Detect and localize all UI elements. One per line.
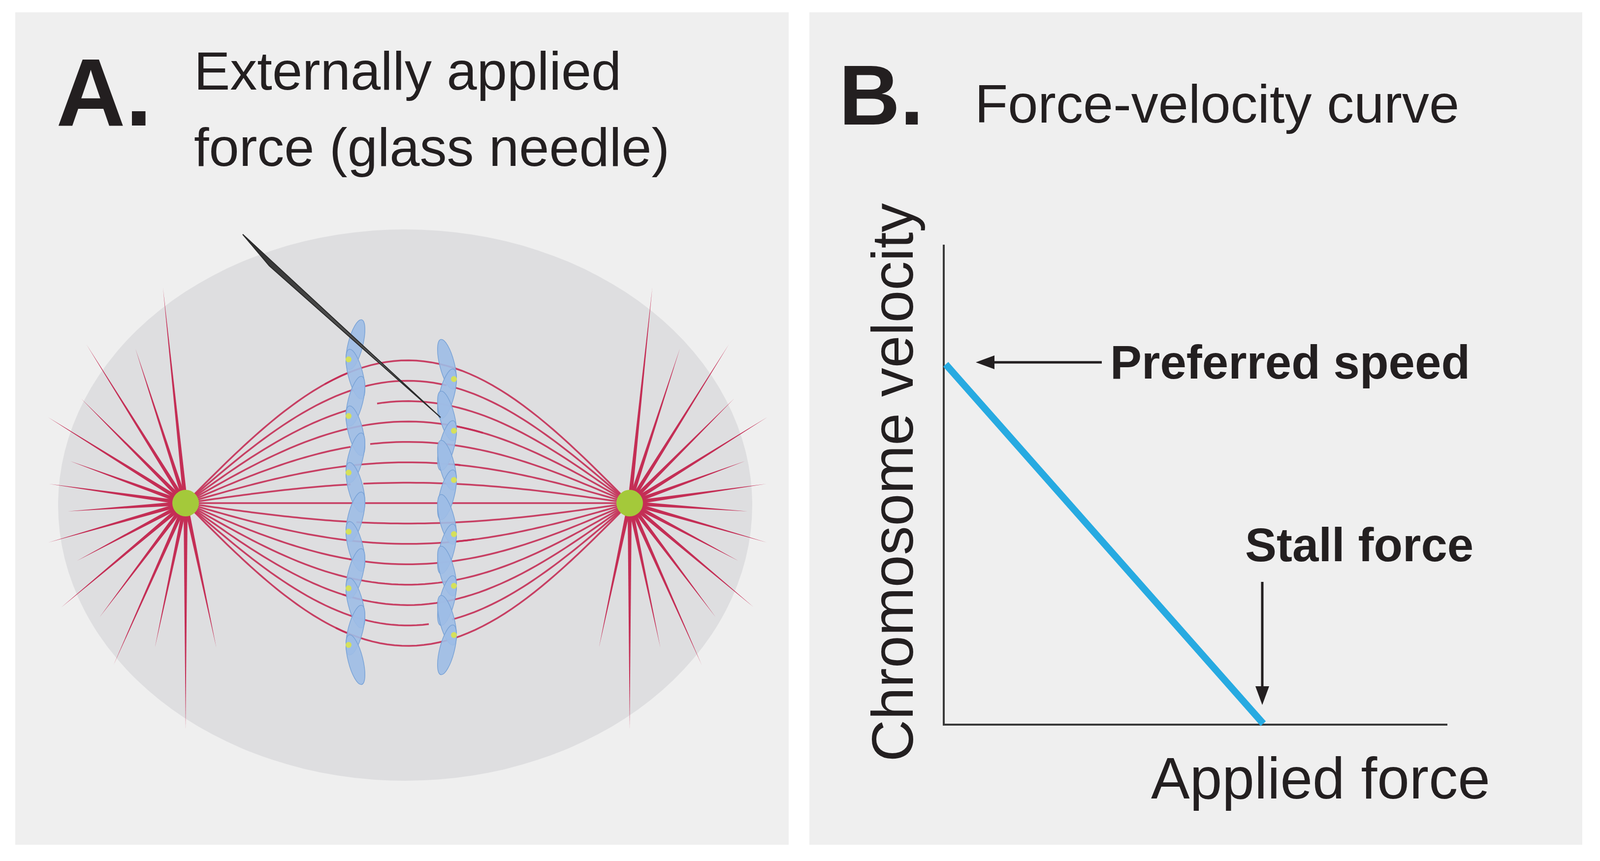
astral-ray — [135, 348, 185, 495]
kinetochore — [450, 582, 457, 589]
astral-ray — [99, 510, 182, 618]
spindle-microtubule — [451, 503, 630, 581]
spindle-microtubule — [363, 482, 630, 504]
astral-ray — [639, 483, 767, 504]
spindle-microtubule — [185, 503, 351, 560]
force-velocity-line — [945, 364, 1264, 724]
figure-panel: A. Externally applied force (glass needle… — [15, 12, 789, 845]
spindle-microtubule — [185, 371, 351, 504]
kinetochore — [450, 531, 457, 538]
astral-ray — [155, 512, 186, 648]
astral-ray — [634, 510, 716, 618]
axis-label: Applied force — [1151, 743, 1491, 814]
spindle-pole — [172, 489, 199, 517]
astral-ray — [183, 512, 188, 730]
chromosome-arm — [433, 623, 461, 677]
astral-ray — [627, 512, 632, 730]
cell-outline — [58, 229, 753, 781]
kinetochore — [345, 528, 352, 535]
text-slot: A. — [56, 44, 153, 141]
spindle-microtubule — [324, 360, 630, 504]
kinetochore — [345, 469, 352, 476]
astral-ray — [185, 512, 217, 648]
chromosome — [342, 603, 369, 687]
spindle-microtubule — [335, 503, 630, 646]
panel-letter: B. — [838, 52, 924, 138]
text-slot: Force-velocity curve — [974, 71, 1460, 137]
astral-ray — [638, 504, 768, 543]
figure-panel: B. Force-velocity curveChromosome velocit… — [809, 12, 1583, 845]
arrowhead — [975, 355, 995, 370]
spindle-microtubule — [185, 503, 351, 522]
spindle-microtubule — [451, 464, 630, 504]
axis-label: Chromosome velocity — [858, 203, 928, 762]
kinetochore — [450, 632, 457, 639]
astral-ray — [47, 416, 179, 500]
panel-heading: Externally applied force (glass needle) — [193, 32, 716, 186]
y-axis — [942, 244, 945, 726]
spindle-microtubule — [451, 503, 630, 620]
astral-ray — [599, 512, 630, 648]
panel-letter: A. — [56, 44, 153, 141]
astral-ray — [629, 512, 661, 648]
astral-ray — [630, 348, 680, 495]
chromosome-arm — [342, 633, 369, 687]
astral-ray — [637, 416, 768, 500]
spindle-microtubule — [185, 447, 351, 504]
kinetochore — [450, 427, 457, 434]
spindle-pole — [616, 489, 643, 517]
text-slot: Externally applied force (glass needle) — [193, 32, 716, 186]
astral-ray — [49, 483, 177, 504]
spindle-microtubule — [370, 442, 630, 504]
astral-microtubules — [47, 287, 768, 730]
spindle-microtubule — [185, 503, 351, 635]
spindle-microtubule — [185, 484, 351, 504]
text-slot: Chromosome velocity — [858, 203, 928, 762]
force-velocity-chart — [809, 12, 1583, 845]
kinetochore — [345, 641, 352, 648]
arrowhead — [1255, 686, 1270, 705]
spindle-microtubule — [342, 503, 630, 606]
kinetochore — [345, 585, 352, 592]
astral-ray — [162, 287, 187, 494]
text-slot: B. — [838, 52, 924, 138]
chromosomes — [342, 318, 461, 687]
spindle-fibers — [185, 360, 630, 646]
kinetochore — [345, 356, 352, 363]
astral-ray — [631, 511, 702, 666]
x-axis — [942, 723, 1448, 726]
text-slot: Stall force — [1245, 516, 1474, 574]
callout-label: Preferred speed — [1110, 333, 1471, 391]
text-slot: Preferred speed — [1110, 333, 1471, 391]
kinetochore — [345, 413, 352, 419]
panel-heading: Force-velocity curve — [974, 71, 1460, 137]
astral-ray — [628, 287, 653, 494]
kinetochore — [450, 477, 457, 483]
astral-ray — [113, 511, 184, 666]
callout-label: Stall force — [1245, 516, 1474, 574]
text-slot: Applied force — [1151, 743, 1491, 814]
leader-line — [990, 361, 1102, 364]
astral-ray — [633, 344, 729, 496]
astral-ray — [48, 504, 177, 543]
spindle-microtubule — [185, 502, 438, 505]
chromosome — [433, 593, 461, 677]
leader-line — [1261, 581, 1264, 690]
spindle-microtubule — [185, 503, 429, 626]
glass-needle — [242, 234, 441, 418]
kinetochore — [450, 376, 457, 383]
spindle-microtubule — [185, 503, 475, 544]
astral-ray — [86, 344, 183, 496]
spindle-microtubule — [451, 502, 630, 505]
